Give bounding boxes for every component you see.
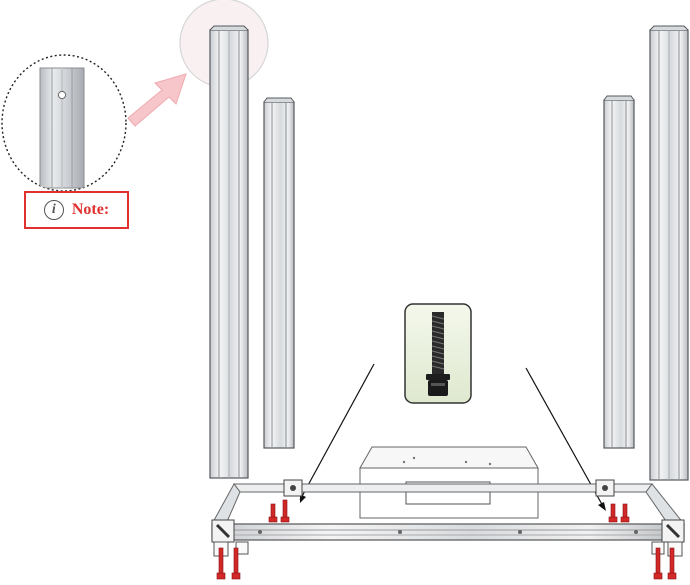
profile-tall-right <box>649 25 689 481</box>
profile-short-right <box>603 95 635 449</box>
base-frame <box>211 446 686 557</box>
note-box: i Note: <box>24 191 129 229</box>
profile-short-left <box>263 97 295 449</box>
profile-tall-left <box>209 25 249 479</box>
screw-icon <box>426 312 450 396</box>
profile-hole <box>57 90 67 100</box>
callout-arrow <box>127 73 187 127</box>
note-label: Note: <box>71 201 110 218</box>
control-box <box>359 446 539 519</box>
info-icon: i <box>43 200 64 220</box>
magnifier-callout <box>1 54 127 192</box>
screw-inset <box>404 303 472 404</box>
bolt-icon <box>216 499 677 580</box>
